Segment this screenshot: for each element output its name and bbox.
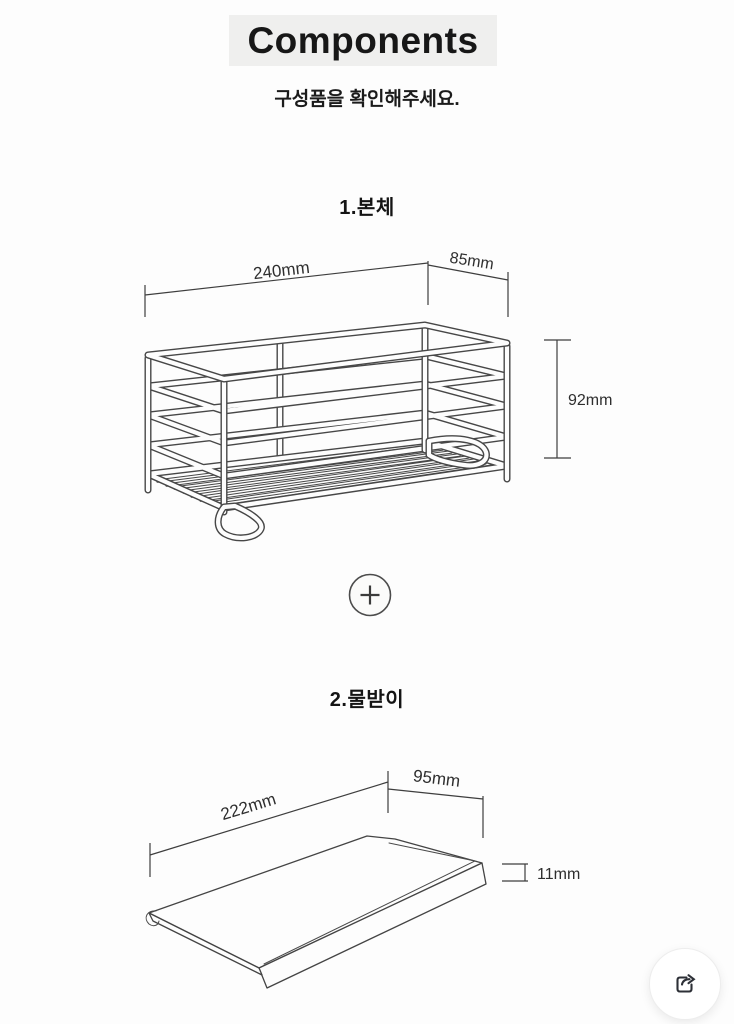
fig1-width-dimension: 240mm [144, 258, 429, 317]
page-subtitle: 구성품을 확인해주세요. [274, 89, 460, 110]
basket-drawing [148, 325, 507, 538]
fig1-depth-label: 85mm [448, 250, 495, 274]
section-2-title: 2.물받이 [329, 689, 405, 711]
fig2-height-dimension: 11mm [502, 863, 580, 883]
page-title: Components [247, 19, 479, 61]
share-icon [676, 974, 696, 993]
main-body-figure: 240mm 85mm 92mm [144, 250, 612, 555]
fig2-depth-dimension: 95mm [387, 766, 484, 838]
drip-tray-figure: 222mm 95mm 11mm [145, 766, 580, 989]
share-button[interactable] [649, 948, 721, 1020]
section-1-title: 1.본체 [339, 197, 395, 219]
fig1-depth-dimension: 85mm [427, 250, 509, 317]
fig1-height-dimension: 92mm [544, 339, 612, 459]
tray-drawing [145, 835, 487, 989]
components-banner: Components [229, 15, 497, 66]
fig2-depth-label: 95mm [412, 766, 461, 791]
fig1-height-label: 92mm [568, 392, 612, 409]
fig2-height-label: 11mm [537, 866, 580, 883]
plus-circle-icon [348, 573, 392, 617]
fig1-width-label: 240mm [252, 258, 310, 283]
plus-separator [347, 572, 393, 618]
